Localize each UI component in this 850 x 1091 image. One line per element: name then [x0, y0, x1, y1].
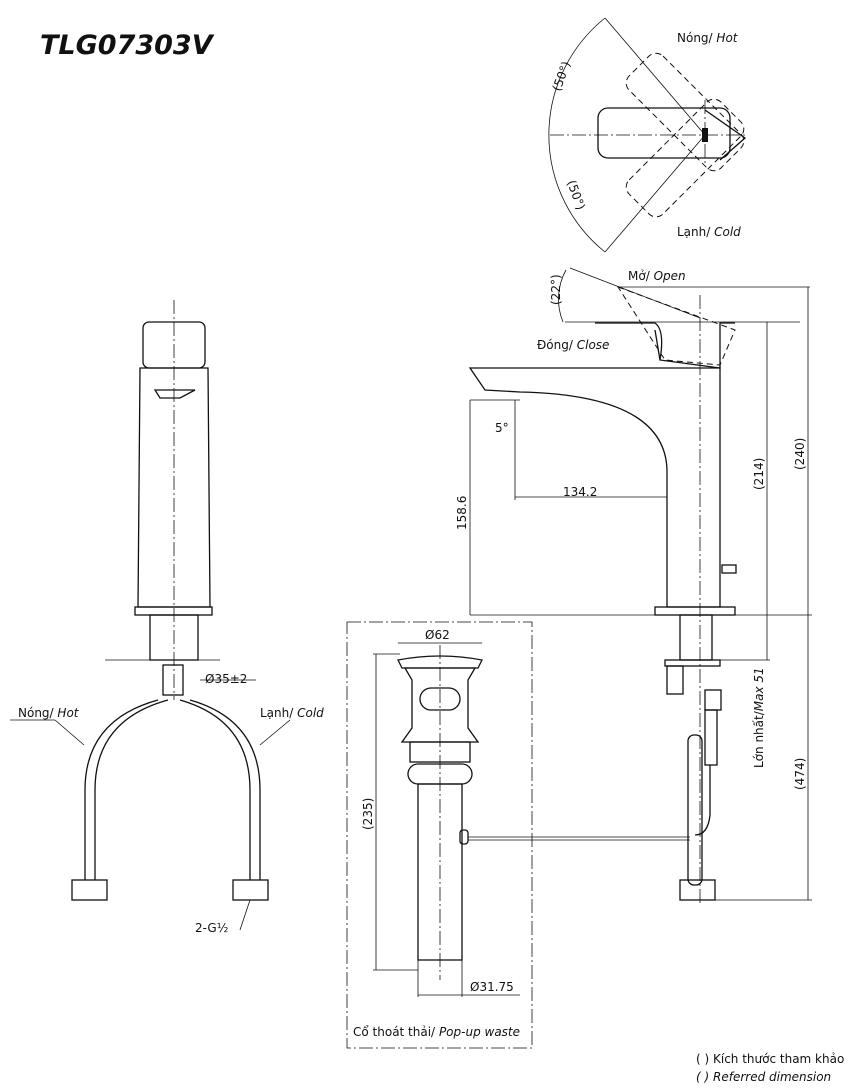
handle-center: [597, 107, 731, 159]
svg-text:Ø62: Ø62: [425, 628, 450, 642]
angle-hot: (50°): [550, 59, 574, 93]
svg-text:(235): (235): [361, 798, 375, 830]
svg-text:Lạnh/ Cold: Lạnh/ Cold: [260, 706, 324, 720]
faucet-base: [654, 606, 736, 616]
hose-nut: [679, 879, 716, 901]
dim-reach: 134.2: [563, 485, 597, 499]
handle-cold-position: [625, 98, 745, 218]
legend-en: ( ) Referred dimension: [696, 1070, 831, 1084]
legend-vi: ( ) Kích thước tham khảo: [696, 1052, 844, 1066]
top-view: (50°) (50°) Nóng/ Hot Lạnh/ Cold: [548, 17, 747, 253]
svg-text:(22°): (22°): [549, 274, 563, 305]
hose-nut-cold: [232, 879, 269, 901]
svg-text:(214): (214): [752, 458, 766, 490]
side-view: 134.2 158.6 (214) (240) (474) Lớn nhất/M…: [455, 267, 812, 905]
svg-text:Ø35±2: Ø35±2: [205, 672, 247, 686]
svg-text:2-G½: 2-G½: [195, 921, 228, 935]
front-view: Ø35±2 Nóng/ Hot Lạnh/ Cold 2-G½: [10, 300, 324, 935]
svg-text:Lạnh/ Cold: Lạnh/ Cold: [677, 225, 741, 239]
handle-hot-position: [625, 52, 745, 172]
svg-text:Nóng/ Hot: Nóng/ Hot: [18, 706, 80, 720]
svg-text:5°: 5°: [495, 421, 509, 435]
svg-text:(240): (240): [793, 438, 807, 470]
angle-cold: (50°): [564, 178, 588, 212]
lever-open-position: [616, 286, 736, 366]
svg-text:Lớn nhất/Max 51: Lớn nhất/Max 51: [752, 667, 766, 768]
svg-text:Cổ thoát thải/ Pop-up waste: Cổ thoát thải/ Pop-up waste: [353, 1025, 520, 1039]
svg-text:Đóng/ Close: Đóng/ Close: [537, 338, 609, 352]
svg-text:(474): (474): [793, 758, 807, 790]
svg-text:Nóng/ Hot: Nóng/ Hot: [677, 31, 739, 45]
hose-nut-hot: [71, 879, 108, 901]
faucet-body: [468, 367, 721, 608]
svg-text:Ø31.75: Ø31.75: [470, 980, 514, 994]
model-title: TLG07303V: [40, 30, 215, 61]
svg-text:Mở/ Open: Mở/ Open: [628, 269, 686, 283]
svg-text:158.6: 158.6: [455, 496, 469, 530]
popup-waste: Ø62 (235) Ø31.75 Cổ thoát thải/ Pop-up w…: [346, 621, 690, 1049]
